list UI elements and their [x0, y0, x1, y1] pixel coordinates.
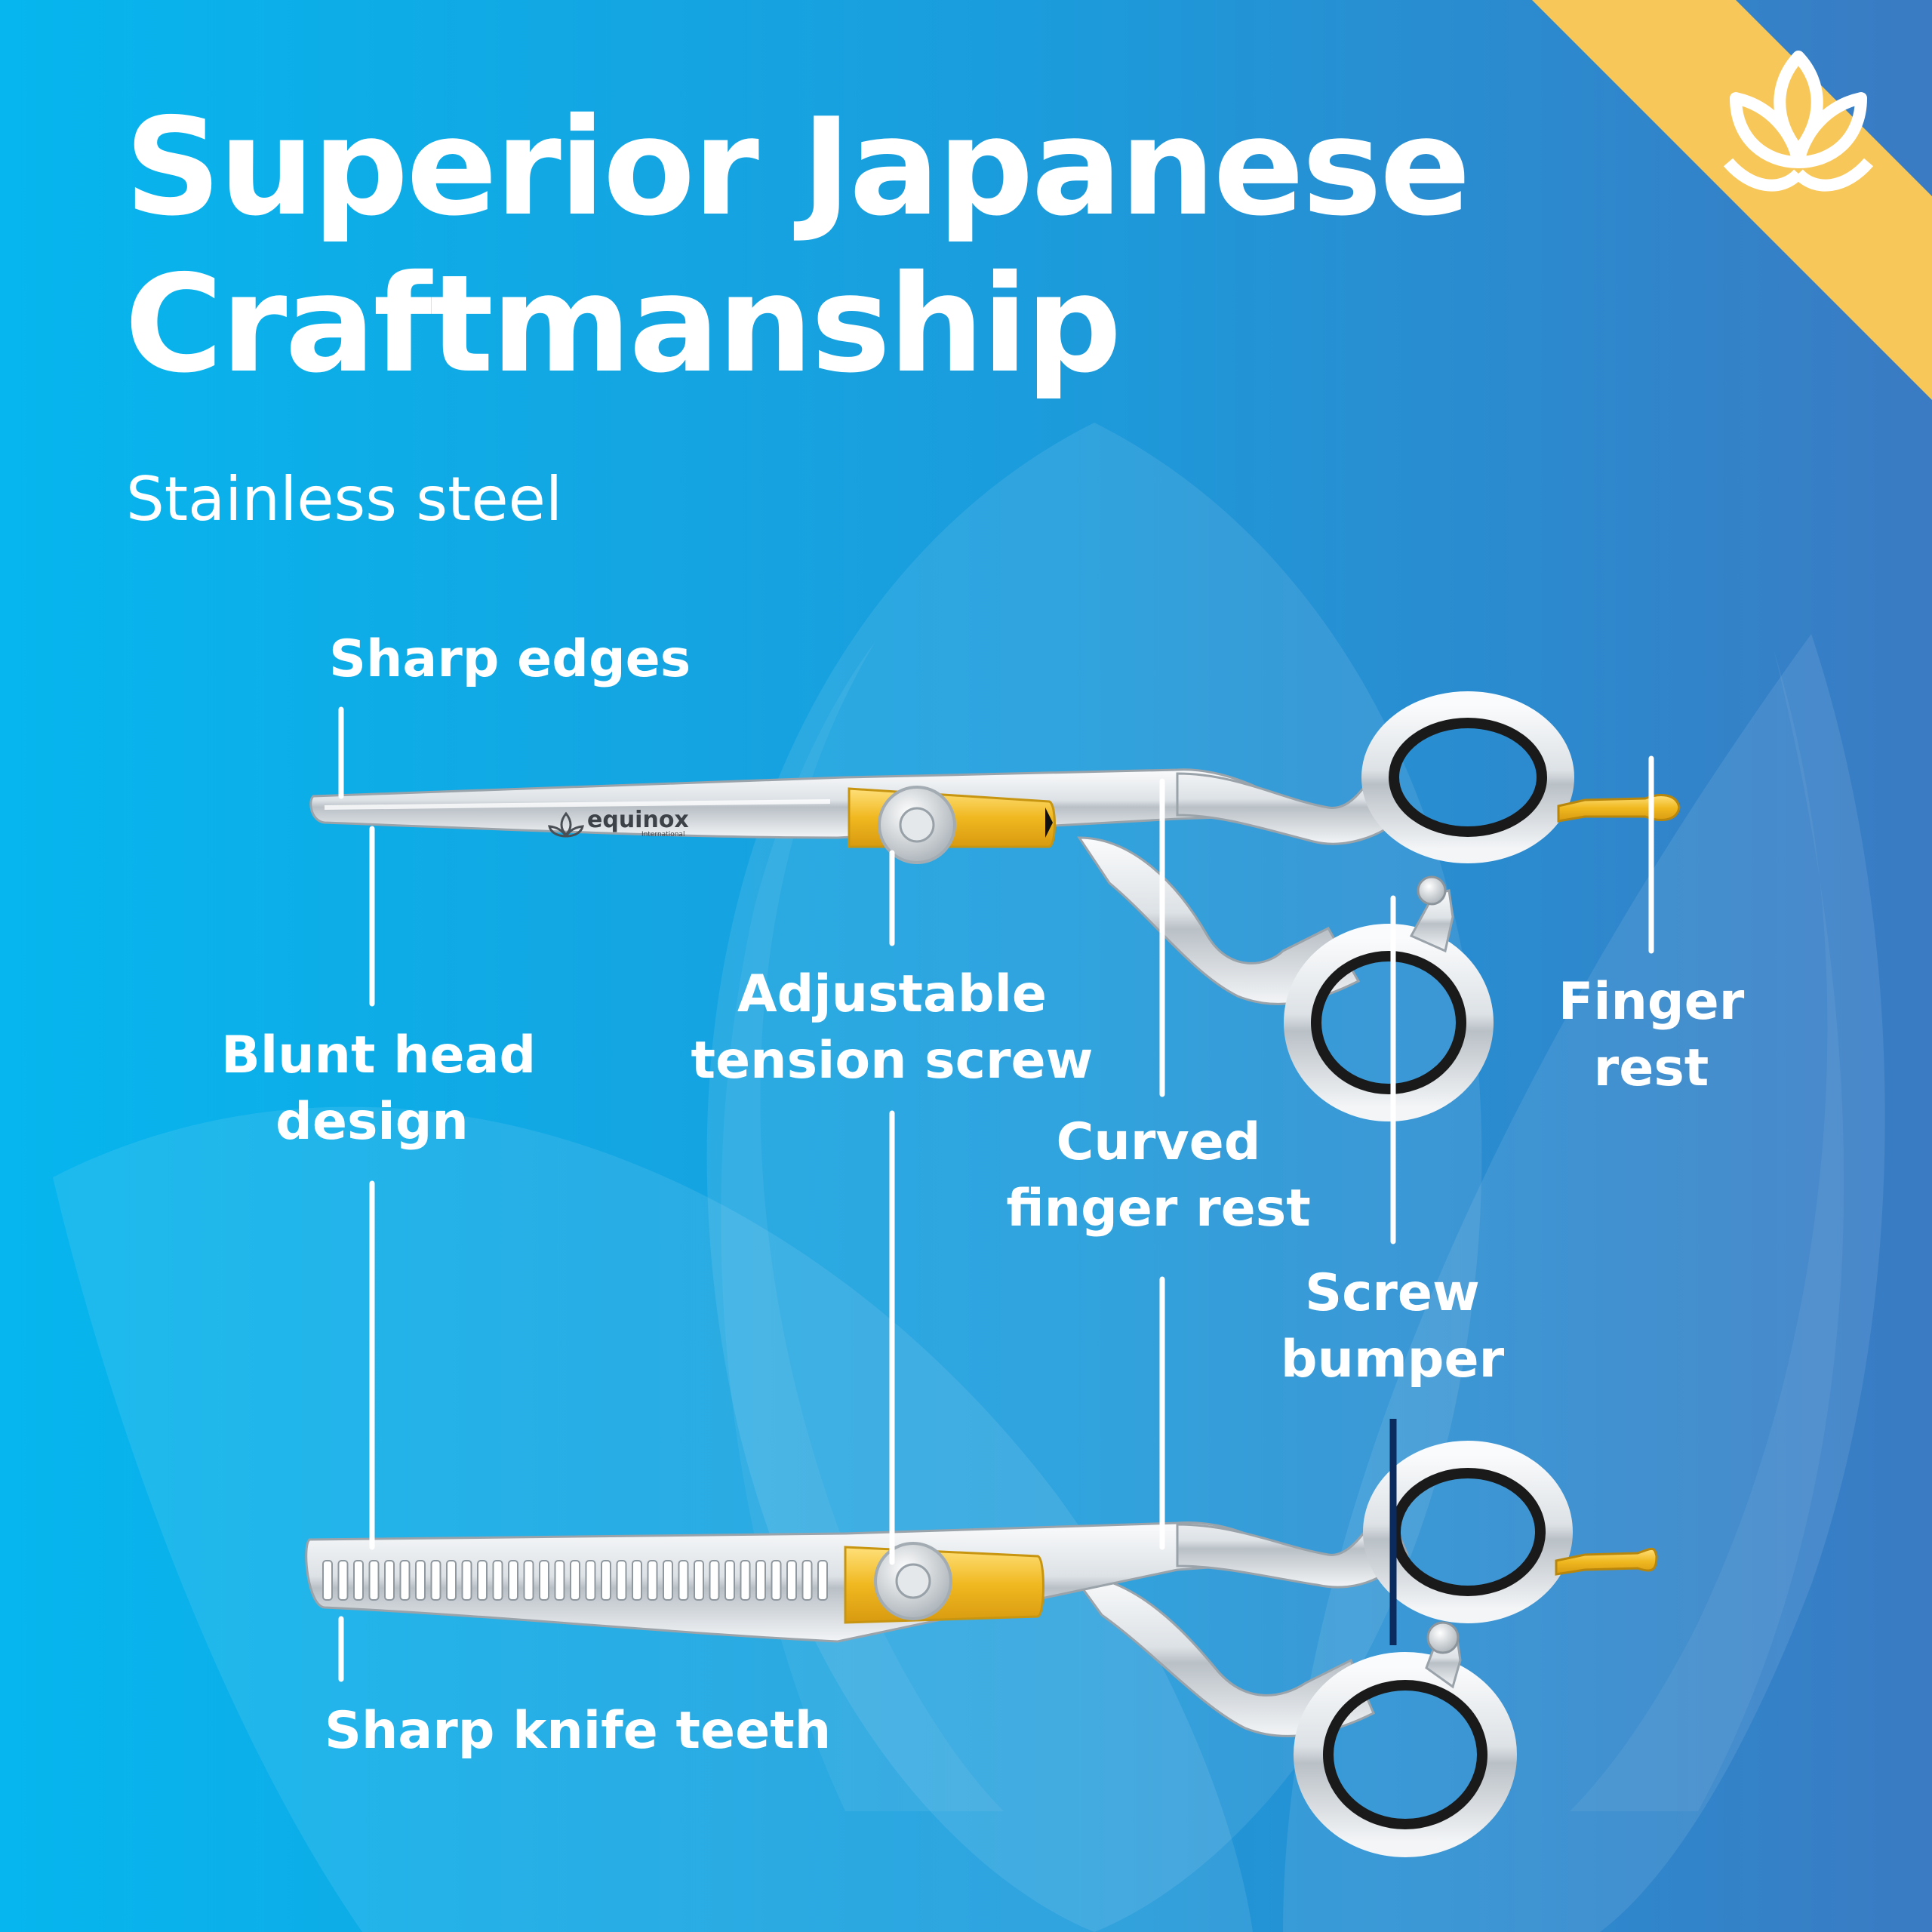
tooth [724, 1560, 735, 1601]
callout-knife-teeth: Sharp knife teeth [325, 1698, 831, 1764]
tooth [368, 1560, 380, 1601]
callout-tension-screw-line2: tension screw [691, 1031, 1094, 1091]
callout-screw-bumper-line2: bumper [1280, 1330, 1505, 1389]
tooth [585, 1560, 596, 1601]
thumb-ring-bottom [1294, 1652, 1517, 1857]
callout-knife-teeth-text: Sharp knife teeth [325, 1701, 832, 1761]
tooth [523, 1560, 534, 1601]
tooth [477, 1560, 488, 1601]
callout-curved-rest-line2: finger rest [1006, 1179, 1311, 1238]
lotus-logo-icon [1723, 51, 1874, 192]
blade-brand-text: equinox [587, 807, 689, 833]
callout-finger-rest: Finger rest [1546, 969, 1757, 1102]
tooth [601, 1560, 611, 1601]
tooth [786, 1560, 797, 1601]
tooth [663, 1560, 673, 1601]
tooth [647, 1560, 658, 1601]
tooth [539, 1560, 549, 1601]
tooth [554, 1560, 565, 1601]
callout-screw-bumper: Screw bumper [1268, 1260, 1517, 1393]
tooth [399, 1560, 411, 1601]
callout-tension-screw-line1: Adjustable [737, 964, 1047, 1024]
tooth [570, 1560, 580, 1601]
title-line-1: Superior Japanese [125, 89, 1471, 245]
tooth [337, 1560, 349, 1601]
equinox-logo-icon [548, 811, 584, 838]
callout-curved-rest: Curved finger rest [1000, 1109, 1317, 1242]
thinning-shears [305, 1441, 1658, 1857]
callout-finger-rest-line2: rest [1593, 1038, 1709, 1098]
corner-banner [1532, 0, 1932, 400]
callout-blunt-head: Blunt head design [221, 1023, 537, 1155]
tooth [801, 1560, 813, 1601]
tooth [353, 1560, 364, 1601]
tooth [817, 1560, 828, 1601]
thinning-teeth [322, 1560, 828, 1601]
callout-blunt-head-line1: Blunt head [221, 1026, 537, 1085]
title-line-2: Craftmanship [125, 246, 1121, 402]
tooth [430, 1560, 441, 1601]
finger-ring-bottom [1363, 1441, 1573, 1623]
tooth [632, 1560, 642, 1601]
material-subtitle: Stainless steel [126, 464, 563, 534]
tooth [755, 1560, 766, 1601]
tooth [492, 1560, 503, 1601]
tooth [446, 1560, 457, 1601]
tooth [740, 1560, 751, 1601]
callout-curved-rest-line1: Curved [1056, 1112, 1261, 1172]
callout-lines [338, 706, 1654, 1682]
tooth [508, 1560, 518, 1601]
callout-sharp-edges: Sharp edges [329, 626, 691, 693]
callout-sharp-edges-text: Sharp edges [329, 629, 691, 689]
tooth [322, 1560, 333, 1601]
cutting-shears: equinox International [309, 691, 1681, 1121]
tooth [709, 1560, 720, 1601]
tooth [415, 1560, 426, 1601]
finger-ring-top [1361, 691, 1574, 863]
tooth [616, 1560, 627, 1601]
tooth [384, 1560, 395, 1601]
callout-tension-screw: Adjustable tension screw [688, 961, 1096, 1094]
tooth [678, 1560, 689, 1601]
tooth [461, 1560, 472, 1601]
tooth [771, 1560, 782, 1601]
callout-screw-bumper-line1: Screw [1305, 1263, 1480, 1323]
page-title: Superior Japanese Craftmanship [125, 89, 1471, 403]
callout-blunt-head-line2: design [275, 1092, 469, 1152]
thumb-ring-top [1284, 924, 1494, 1121]
blade-brand-subtext: International [641, 831, 685, 838]
callout-finger-rest-line1: Finger [1558, 972, 1745, 1032]
tooth [694, 1560, 704, 1601]
